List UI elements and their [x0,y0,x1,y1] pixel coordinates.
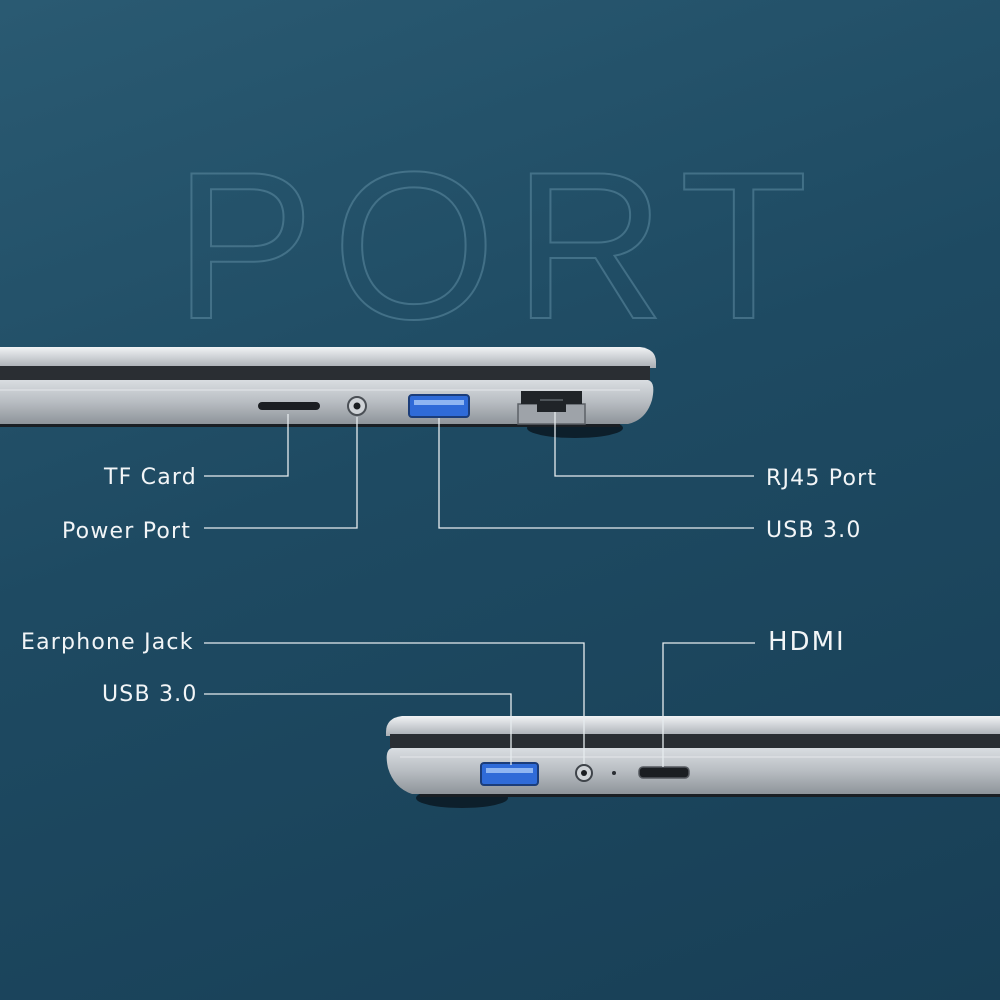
port-heading: PORT [174,128,826,363]
indicator-led [612,771,616,775]
hdmi-port [638,766,690,779]
usb-port-right [408,394,470,418]
label-tf-card: TF Card [104,465,197,490]
laptop-right-side [0,347,656,438]
lid-edge-left [386,716,1000,736]
usb-port-left [480,762,539,786]
label-usb-3-left: USB 3.0 [102,682,198,707]
lid-seam-left [390,734,1000,748]
tf-card-slot [258,402,320,410]
lid-edge-right [0,347,656,368]
label-rj45-port: RJ45 Port [766,466,878,491]
lid-seam-right [0,366,650,380]
label-usb-3-right: USB 3.0 [766,518,862,543]
base-edge-right [0,380,654,424]
leader-lines-bottom [204,642,755,767]
label-power-port: Power Port [62,519,192,544]
leader-lines-top [204,412,754,529]
laptop-left-side [386,716,1000,808]
base-edge-left [386,748,1000,794]
label-earphone-jack: Earphone Jack [21,630,194,655]
label-hdmi: HDMI [768,627,846,657]
